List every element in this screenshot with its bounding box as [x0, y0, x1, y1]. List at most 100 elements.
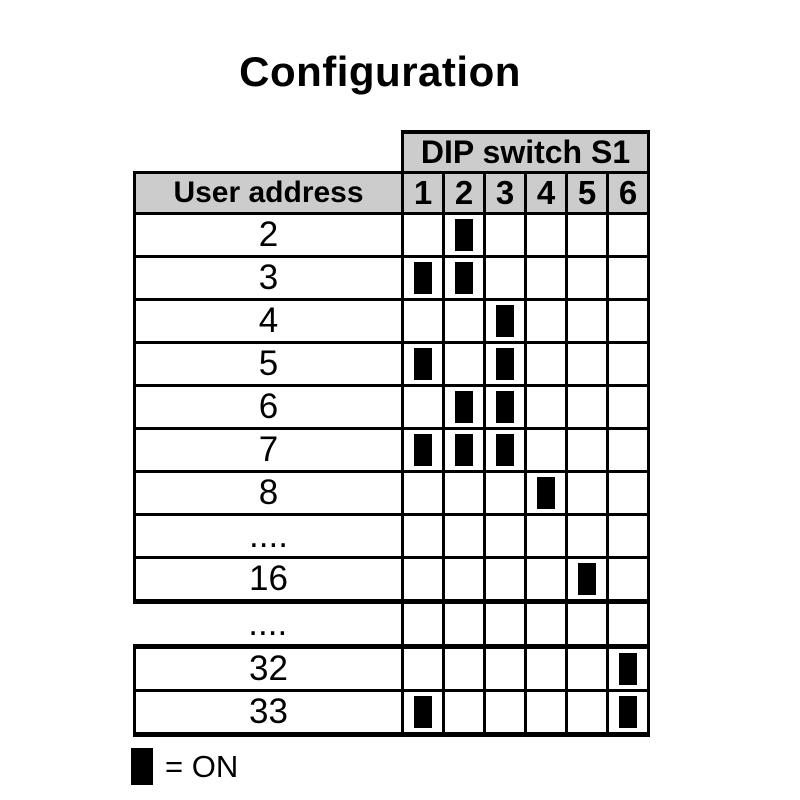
switch-cell [483, 255, 527, 301]
switch-cell [442, 427, 486, 473]
address-cell: .... [134, 600, 404, 648]
switch-cell [606, 556, 650, 604]
on-mark [496, 305, 514, 337]
switch-cell [401, 255, 445, 301]
switch-cell [401, 298, 445, 344]
switch-cell [483, 298, 527, 344]
switch-cell [606, 600, 650, 648]
switch-cell [524, 644, 568, 692]
switch-cell [606, 255, 650, 301]
switch-cell [442, 470, 486, 516]
header-spacer [135, 132, 403, 173]
table-row: 32 [133, 644, 650, 692]
address-cell: 8 [133, 470, 404, 516]
switch-cell [401, 600, 445, 648]
table-row: 2 [133, 212, 650, 258]
on-mark-icon [131, 748, 153, 785]
on-mark [455, 391, 473, 423]
on-mark [619, 653, 637, 685]
switch-cell [483, 427, 527, 473]
switch-cell [483, 644, 527, 692]
table-row: 7 [133, 427, 650, 473]
switch-cell [483, 600, 527, 648]
address-cell: 33 [133, 689, 404, 737]
switch-cell [524, 212, 568, 258]
table-row: 4 [133, 298, 650, 344]
switch-cell [524, 600, 568, 648]
switch-cell [442, 513, 486, 559]
on-mark [496, 391, 514, 423]
dip-switch-group-header: DIP switch S1 [401, 130, 650, 174]
switch-cell [606, 212, 650, 258]
legend: = ON [131, 748, 238, 785]
switch-cell [483, 556, 527, 604]
switch-cell [401, 689, 445, 737]
switch-cell [606, 298, 650, 344]
switch-cell [483, 470, 527, 516]
switch-cell [606, 644, 650, 692]
switch-cell [524, 255, 568, 301]
switch-column-header: 6 [606, 171, 650, 215]
address-cell: .... [133, 513, 404, 559]
switch-column-header: 1 [401, 171, 445, 215]
switch-cell [524, 298, 568, 344]
group-header-row: DIP switch S1 [135, 130, 650, 174]
address-cell: 6 [133, 384, 404, 430]
switch-cell [401, 427, 445, 473]
switch-cell [401, 341, 445, 387]
switch-column-header: 5 [565, 171, 609, 215]
table-row: 8 [133, 470, 650, 516]
switch-cell [565, 298, 609, 344]
switch-cell [565, 470, 609, 516]
address-cell: 3 [133, 255, 404, 301]
on-mark [455, 434, 473, 466]
switch-cell [606, 341, 650, 387]
address-cell: 16 [133, 556, 404, 604]
switch-cell [565, 600, 609, 648]
switch-cell [442, 212, 486, 258]
switch-cell [565, 513, 609, 559]
switch-cell [442, 600, 486, 648]
switch-cell [483, 341, 527, 387]
on-mark [619, 696, 637, 728]
switch-cell [565, 212, 609, 258]
switch-cell [606, 384, 650, 430]
switch-cell [442, 644, 486, 692]
switch-cell [524, 689, 568, 737]
switch-cell [524, 556, 568, 604]
switch-cell [565, 384, 609, 430]
switch-cell [483, 384, 527, 430]
switch-cell [401, 556, 445, 604]
table-row: .... [133, 513, 650, 559]
on-mark [496, 348, 514, 380]
switch-column-header: 4 [524, 171, 568, 215]
legend-label: = ON [165, 748, 239, 784]
switch-cell [524, 341, 568, 387]
address-cell: 5 [133, 341, 404, 387]
address-cell: 32 [133, 644, 404, 692]
table-row: 6 [133, 384, 650, 430]
on-mark [578, 563, 596, 595]
switch-cell [565, 427, 609, 473]
switch-cell [565, 341, 609, 387]
table-row: 5 [133, 341, 650, 387]
switch-cell [442, 341, 486, 387]
switch-cell [442, 384, 486, 430]
switch-cell [442, 689, 486, 737]
switch-cell [606, 470, 650, 516]
address-cell: 7 [133, 427, 404, 473]
switch-cell [483, 513, 527, 559]
switch-cell [565, 644, 609, 692]
on-mark [414, 434, 432, 466]
switch-cell [401, 470, 445, 516]
page-title: Configuration [239, 48, 521, 95]
address-cell: 2 [133, 212, 404, 258]
switch-cell [565, 255, 609, 301]
table-row: 33 [133, 689, 650, 737]
on-mark [414, 696, 432, 728]
on-mark [414, 348, 432, 380]
on-mark [414, 262, 432, 294]
switch-cell [565, 556, 609, 604]
